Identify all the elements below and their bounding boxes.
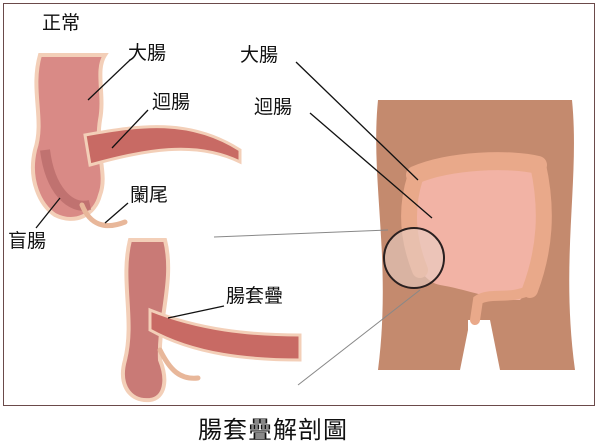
- zoom-connector-lines: [213, 229, 421, 386]
- label-torso-large-intestine: 大腸: [240, 44, 279, 66]
- leader-lines: [35, 59, 433, 319]
- label-large-intestine: 大腸: [128, 42, 167, 64]
- label-intussusception: 腸套疊: [226, 285, 284, 307]
- label-appendix: 闌尾: [130, 184, 169, 206]
- normal-appendix: [79, 202, 128, 229]
- intussusception-intestine: [121, 238, 302, 403]
- diagram-title: 腸套疊解剖圖: [198, 416, 348, 444]
- label-cecum: 盲腸: [8, 230, 47, 252]
- normal-ileum: [83, 125, 242, 167]
- torso: [376, 100, 575, 370]
- label-torso-ileum: 迴腸: [254, 96, 293, 118]
- label-ileum: 迴腸: [152, 91, 191, 113]
- label-normal-heading: 正常: [42, 12, 81, 34]
